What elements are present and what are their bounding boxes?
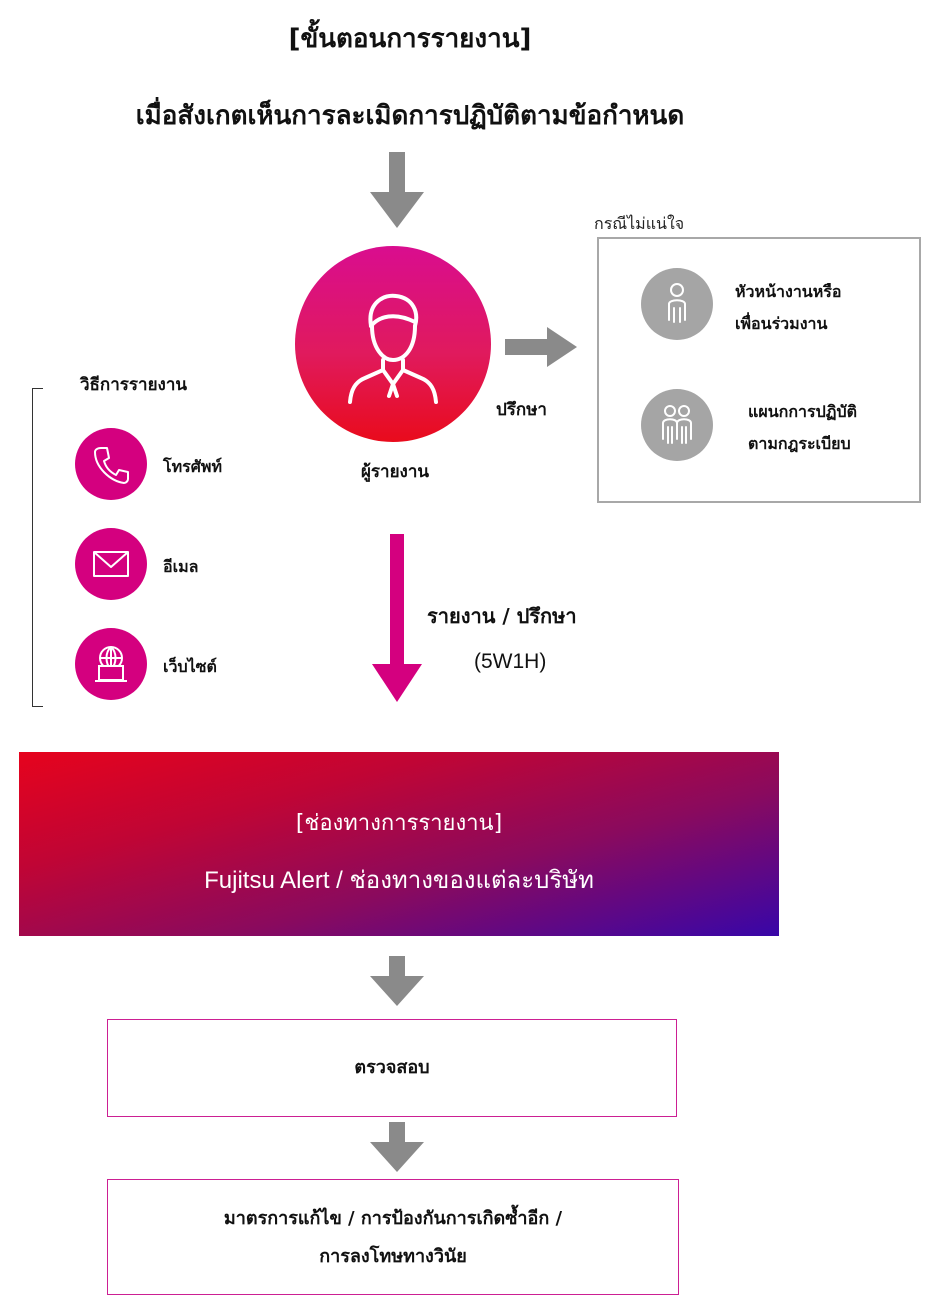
web-icon [95, 646, 127, 682]
phone-circle [75, 428, 147, 500]
channel-title: [ช่องทางการรายงาน] [295, 811, 503, 836]
methods-bracket [32, 388, 43, 707]
phone-icon [94, 447, 129, 484]
person-outline-icon [668, 283, 686, 323]
diagram-title: [ขั้นตอนการรายงาน] [288, 24, 532, 54]
measures-step-box: มาตรการแก้ไข / การป้องกันการเกิดซ้ำอีก /… [107, 1179, 679, 1295]
mail-icon [93, 551, 129, 577]
group-outline-icon [662, 405, 692, 444]
supervisor-circle [641, 268, 713, 340]
trigger-text: เมื่อสังเกตเห็นการละเมิดการปฏิบัติตามข้อ… [135, 101, 685, 131]
down-arrow-measures [370, 1122, 424, 1172]
compliance-circle [641, 389, 713, 461]
uncertain-box [597, 237, 921, 503]
method-phone-label: โทรศัพท์ [163, 457, 222, 476]
down-arrow-report [372, 534, 422, 702]
measures-line1: มาตรการแก้ไข / การป้องกันการเกิดซ้ำอีก / [223, 1208, 563, 1229]
method-web-label: เว็บไซต์ [163, 657, 217, 676]
right-arrow-consult [505, 327, 577, 367]
web-circle [75, 628, 147, 700]
check-step-label: ตรวจสอบ [354, 1057, 430, 1078]
check-step-box: ตรวจสอบ [107, 1019, 677, 1117]
method-email-label: อีเมล [163, 557, 199, 576]
consult-label: ปรึกษา [496, 400, 547, 420]
down-arrow-top [370, 152, 424, 228]
measures-line2: การลงโทษทางวินัย [319, 1246, 467, 1267]
report-arrow-sub: (5W1H) [474, 650, 547, 673]
option-supervisor-label: หัวหน้างานหรือ เพื่อนร่วมงาน [735, 282, 842, 333]
methods-title: วิธีการรายงาน [80, 375, 187, 395]
mail-circle [75, 528, 147, 600]
option-compliance-label: แผนกการปฏิบัติ ตามกฎระเบียบ [748, 402, 858, 453]
person-icon [348, 293, 438, 404]
uncertain-label: กรณีไม่แน่ใจ [588, 212, 691, 237]
report-arrow-label: รายงาน / ปรึกษา [427, 604, 577, 628]
reporter-circle [295, 246, 491, 442]
reporting-channel-box: [ช่องทางการรายงาน] Fujitsu Alert / ช่องท… [19, 752, 779, 936]
reporter-label: ผู้รายงาน [360, 462, 430, 482]
down-arrow-check [370, 956, 424, 1006]
channel-subtitle: Fujitsu Alert / ช่องทางของแต่ละบริษัท [204, 867, 594, 894]
